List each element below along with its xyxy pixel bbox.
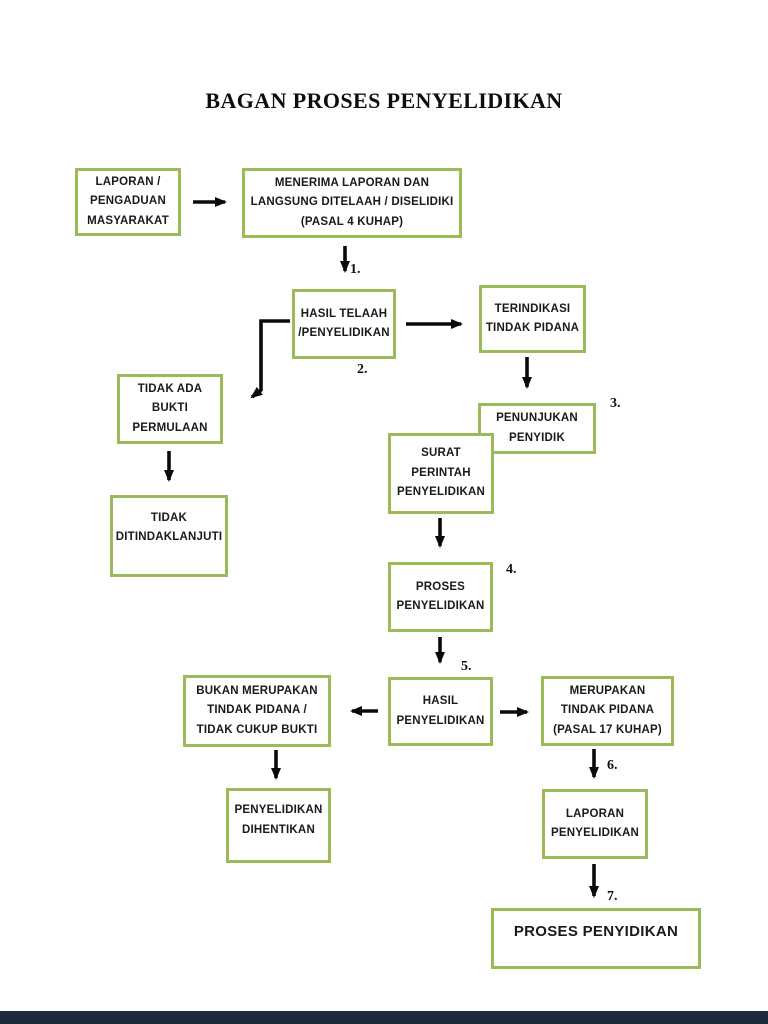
- node-line: PENYELIDIKAN: [396, 600, 485, 612]
- node-line: LAPORAN: [565, 807, 625, 820]
- node-line: BUKAN MERUPAKAN: [196, 684, 318, 697]
- node-line: PENYELIDIKAN: [550, 827, 640, 839]
- step-label-7: 7.: [607, 889, 618, 904]
- node-line: PERINTAH: [411, 466, 471, 479]
- node-line: TERINDIKASI: [494, 302, 571, 315]
- node-bukan-merupakan-tindak-pidana: BUKAN MERUPAKAN TINDAK PIDANA / TIDAK CU…: [183, 675, 331, 747]
- node-tidak-ditindaklanjuti: TIDAK DITINDAKLANJUTI: [110, 495, 228, 577]
- node-terindikasi-tindak-pidana: TERINDIKASI TINDAK PIDANA: [479, 285, 586, 353]
- arrow-hasil-telaah-to-tidak-ada-bukti: [250, 319, 290, 399]
- node-line: TINDAK PIDANA: [485, 322, 580, 334]
- node-line: TIDAK: [150, 511, 188, 524]
- node-laporan-penyelidikan: LAPORAN PENYELIDIKAN: [542, 789, 648, 859]
- node-line: MENERIMA LAPORAN DAN: [274, 176, 430, 189]
- node-line: MASYARAKAT: [87, 214, 169, 227]
- node-line: PENGADUAN: [90, 195, 166, 208]
- node-penyelidikan-dihentikan: PENYELIDIKAN DIHENTIKAN: [226, 788, 331, 863]
- node-line: DITINDAKLANJUTI: [115, 531, 223, 543]
- node-line: PENYELIDIKAN: [234, 804, 323, 816]
- node-line: PENYELIDIKAN: [396, 714, 485, 727]
- node-line: HASIL TELAAH: [300, 307, 388, 320]
- node-line: TINDAK PIDANA /: [207, 704, 307, 717]
- footer-bar: [0, 1011, 768, 1024]
- node-line: PENYIDIK: [509, 431, 565, 444]
- node-line: LAPORAN /: [95, 175, 161, 188]
- node-proses-penyidikan: PROSES PENYIDIKAN: [491, 908, 701, 969]
- node-line: LANGSUNG DITELAAH / DISELIDIKI: [250, 196, 454, 209]
- node-line: (PASAL 4 KUHAP): [300, 215, 404, 228]
- node-line: TIDAK CUKUP BUKTI: [196, 723, 318, 736]
- step-label-2: 2.: [357, 362, 368, 377]
- node-line: DIHENTIKAN: [242, 823, 315, 836]
- node-proses-penyelidikan: PROSES PENYELIDIKAN: [388, 562, 493, 632]
- page-title: BAGAN PROSES PENYELIDIKAN: [205, 88, 563, 113]
- node-line: PENYELIDIKAN: [396, 486, 486, 499]
- node-line: (PASAL 17 KUHAP): [553, 723, 662, 736]
- node-line: PENUNJUKAN: [496, 412, 578, 424]
- node-line: TINDAK PIDANA: [560, 704, 655, 717]
- node-line: SURAT: [421, 447, 461, 460]
- node-line: HASIL: [422, 695, 459, 707]
- step-label-4: 4.: [506, 562, 517, 577]
- step-label-5: 5.: [461, 659, 472, 674]
- node-merupakan-tindak-pidana: MERUPAKAN TINDAK PIDANA (PASAL 17 KUHAP): [541, 676, 674, 746]
- node-menerima-laporan: MENERIMA LAPORAN DAN LANGSUNG DITELAAH /…: [242, 168, 462, 238]
- step-label-1: 1.: [350, 262, 361, 277]
- node-line: /PENYELIDIKAN: [298, 327, 390, 339]
- node-laporan-pengaduan-masyarakat: LAPORAN / PENGADUAN MASYARAKAT: [75, 168, 181, 236]
- step-label-3: 3.: [610, 396, 621, 411]
- node-line: MERUPAKAN: [569, 684, 646, 697]
- node-line: BUKTI: [151, 402, 189, 415]
- node-hasil-penyelidikan: HASIL PENYELIDIKAN: [388, 677, 493, 746]
- node-tidak-ada-bukti-permulaan: TIDAK ADA BUKTI PERMULAAN: [117, 374, 223, 444]
- step-label-6: 6.: [607, 758, 618, 773]
- node-line: TIDAK ADA: [137, 382, 203, 395]
- node-hasil-telaah: HASIL TELAAH /PENYELIDIKAN: [292, 289, 396, 359]
- node-surat-perintah-penyelidikan: SURAT PERINTAH PENYELIDIKAN: [388, 433, 494, 514]
- node-line: PERMULAAN: [132, 421, 208, 434]
- node-line: PROSES: [415, 580, 466, 593]
- node-penunjukan-penyidik: PENUNJUKAN PENYIDIK: [478, 403, 596, 454]
- node-line: PROSES PENYIDIKAN: [513, 922, 679, 940]
